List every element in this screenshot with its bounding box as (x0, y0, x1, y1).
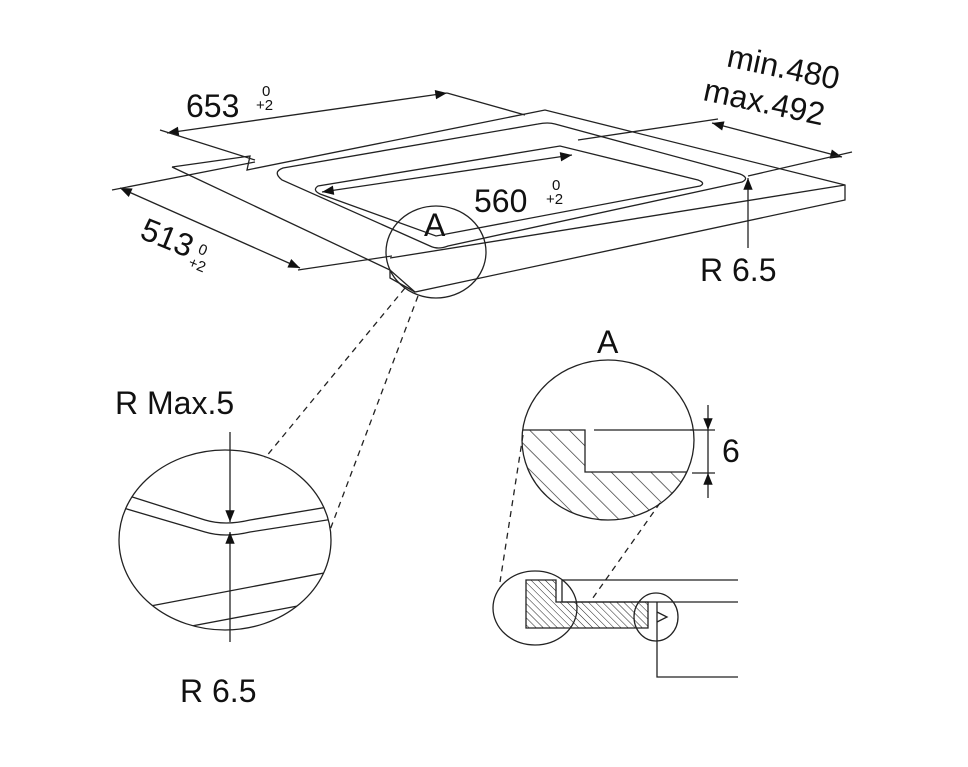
section-view (492, 570, 738, 678)
inner-dim-tol-upper: 0 (552, 177, 560, 194)
corner-radius-callout: R 6.5 (700, 178, 776, 288)
worktop-outline (171, 109, 846, 293)
width-dim-tol-lower: +2 (256, 97, 273, 114)
dimension-worktop-depth: min.480 max.492 (577, 38, 853, 177)
width-dim-tol-upper: 0 (262, 83, 270, 100)
cutout-outline (276, 122, 747, 249)
inner-dim-value: 560 (474, 183, 527, 219)
detail-a-title: A (597, 324, 619, 360)
dimension-560: 560 0 +2 (321, 152, 573, 219)
radius-max-label: R Max.5 (115, 385, 234, 421)
inner-dim-tol-lower: +2 (546, 191, 563, 208)
dimension-513: 513 0 +2 (111, 161, 393, 276)
corner-radius-label: R 6.5 (700, 252, 776, 288)
dimension-653: 653 0 +2 (159, 83, 526, 161)
detail-a-label: A (424, 207, 446, 243)
width-dim-value: 653 (186, 88, 239, 124)
radius-label: R 6.5 (180, 673, 256, 709)
detail-a-marker: A (385, 205, 487, 299)
depth-value: 6 (722, 433, 740, 469)
detail-right: A 6 (499, 324, 740, 603)
detail-left: R Max.5 R 6.5 (115, 385, 332, 709)
depth-dim-tol-lower: +2 (186, 254, 208, 276)
